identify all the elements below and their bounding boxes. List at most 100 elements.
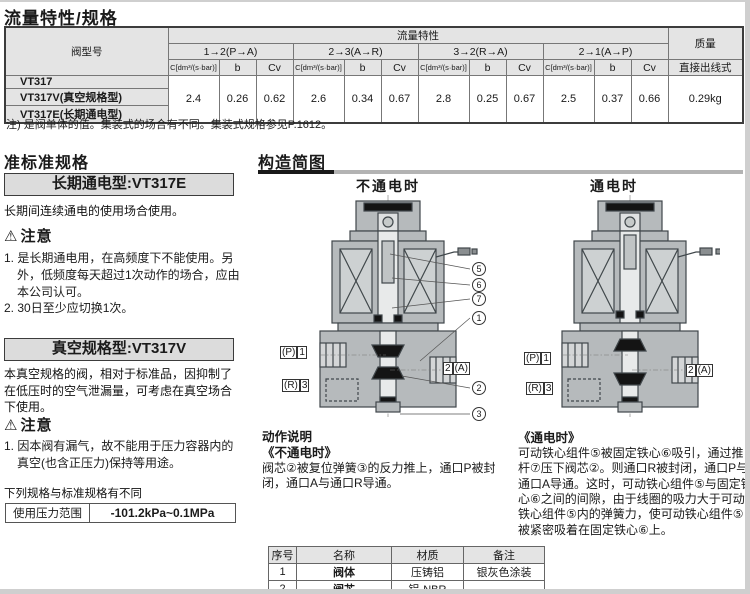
header-group: 3→2(R→A) <box>417 43 544 60</box>
flow-value: 0.34 <box>343 75 382 124</box>
caution-item: 1. 因本阀有漏气，故不能用于压力容器内的真空(也含正压力)保持等用途。 <box>4 439 234 470</box>
port-r: (R) <box>526 382 544 395</box>
header-group: 2→3(A→R) <box>292 43 419 60</box>
flow-characteristics-table: 阀型号 流量特性 质量 1→2(P→A) 2→3(A→R) 3→2(R→A) 2… <box>4 26 744 124</box>
page-title: 流量特性/规格 <box>4 9 118 28</box>
box-title-vt317v: 真空规格型:VT317V <box>4 338 234 361</box>
materials-table: 序号 名称 材质 备注 1 阀体 压铸铝 银灰色涂装 2 阀芯 铝·NBR <box>268 546 545 589</box>
callout-7: 7 <box>472 292 486 306</box>
section-title-semi-standard: 准标准规格 <box>4 155 90 172</box>
caution-label: 注意 <box>20 417 53 434</box>
port-label-r3: (R)3 <box>526 382 554 395</box>
operation-description: 动作说明 《不通电时》 阀芯②被复位弹簧③的反力推上，通口P被封闭，通口A与通口… <box>262 429 518 492</box>
port-label-p1: (P)1 <box>524 352 551 365</box>
on-state-text: 可动铁心组件⑤被固定铁心⑥吸引，通过推杆⑦压下阀芯②。则通口R被封闭，通口P与通… <box>518 446 745 537</box>
model-name: VT317 <box>4 75 169 89</box>
model-name: VT317V(真空规格型) <box>4 88 169 106</box>
header-flow: 流量特性 <box>167 26 669 44</box>
title-underline-gray <box>334 170 743 174</box>
valve-cross-section <box>561 195 720 417</box>
title-underline-dark <box>258 170 334 174</box>
mat-remark: 银灰色涂装 <box>463 563 545 581</box>
header-mass: 质量 <box>667 26 744 60</box>
operation-title: 动作说明 <box>262 430 313 444</box>
port-label-2a: 2(A) <box>686 364 713 377</box>
caution-label: 注意 <box>20 228 53 245</box>
header-mass-sub: 直接出线式 <box>667 59 744 76</box>
header-cv: Cv <box>630 59 669 76</box>
mat-no: 2 <box>268 580 297 589</box>
callout-leader-lines <box>389 253 471 415</box>
mat-material: 压铸铝 <box>391 563 464 581</box>
desc-vt317v: 本真空规格的阀，相对于标准品，因抑制了在低压时的空气泄漏量，可考虑在真空场合下使… <box>4 367 233 415</box>
mat-name: 阀芯 <box>296 580 392 589</box>
flow-value: 0.67 <box>505 75 544 124</box>
callout-3: 3 <box>472 407 486 421</box>
header-cv: Cv <box>380 59 419 76</box>
port-3: 3 <box>299 379 310 392</box>
header-b: b <box>343 59 382 76</box>
energized-description: 《通电时》 可动铁心组件⑤被固定铁心⑥吸引，通过推杆⑦压下阀芯②。则通口R被封闭… <box>518 430 745 538</box>
port-2: 2 <box>686 364 696 377</box>
flow-value: 0.25 <box>468 75 507 124</box>
caution-heading: ⚠注意 <box>4 414 52 435</box>
flow-value: 0.66 <box>630 75 669 124</box>
mat-header: 材质 <box>391 546 464 564</box>
header-c: C[dm³/(s·bar)] <box>292 59 345 76</box>
desc-vt317e: 长期间连续通电的使用场合使用。 <box>4 204 185 218</box>
warning-icon: ⚠ <box>4 228 19 245</box>
on-state-title: 《通电时》 <box>518 431 581 445</box>
header-cv: Cv <box>505 59 544 76</box>
header-b: b <box>468 59 507 76</box>
header-c: C[dm³/(s·bar)] <box>542 59 595 76</box>
diagram-title: 不通电时 <box>356 178 420 194</box>
port-a: (A) <box>452 362 470 375</box>
port-a: (A) <box>695 364 713 377</box>
port-1: 1 <box>297 346 307 359</box>
table-note: 注) 是阀单体的值。集装式的场合有不同。集装式规格参见P.1612。 <box>6 119 333 131</box>
mat-name: 阀体 <box>296 563 392 581</box>
warning-icon: ⚠ <box>4 417 19 434</box>
port-label-r3: (R)3 <box>282 379 310 392</box>
flow-value: 0.37 <box>593 75 632 124</box>
callout-6: 6 <box>472 278 486 292</box>
diagram-deenergized: 不通电时 <box>280 176 495 430</box>
off-state-title: 《不通电时》 <box>262 446 338 460</box>
off-state-text: 阀芯②被复位弹簧③的反力推上，通口P被封闭，通口A与通口R导通。 <box>262 461 496 491</box>
port-2: 2 <box>443 362 453 375</box>
mass-value: 0.29kg <box>667 75 744 124</box>
header-group: 2→1(A→P) <box>542 43 669 60</box>
callout-5: 5 <box>472 262 486 276</box>
caution-item: 2. 30日至少应切换1次。 <box>4 301 134 316</box>
mat-material: 铝·NBR <box>391 580 464 589</box>
port-p: (P) <box>524 352 542 365</box>
port-r: (R) <box>282 379 300 392</box>
port-label-2a: 2(A) <box>443 362 470 375</box>
caution-list-e: 1. 是长期通电用，在高频度下不能使用。另外，低频度每天超过1次动作的场合，应由… <box>4 250 240 317</box>
flow-value: 2.6 <box>292 75 345 124</box>
pressure-value: -101.2kPa~0.1MPa <box>89 503 236 523</box>
section-title-construction: 构造简图 <box>258 155 327 172</box>
header-group: 1→2(P→A) <box>167 43 294 60</box>
callout-1: 1 <box>472 311 486 325</box>
callout-2: 2 <box>472 381 486 395</box>
diagram-title: 通电时 <box>590 178 638 194</box>
header-c: C[dm³/(s·bar)] <box>167 59 220 76</box>
valve-cross-section <box>319 195 478 417</box>
caution-heading: ⚠注意 <box>4 225 52 246</box>
pressure-label: 使用压力范围 <box>5 503 90 523</box>
header-b: b <box>593 59 632 76</box>
model-name: VT317E(长期通电型) <box>4 105 169 124</box>
mat-header: 备注 <box>463 546 545 564</box>
header-c: C[dm³/(s·bar)] <box>417 59 470 76</box>
mat-header: 序号 <box>268 546 297 564</box>
mat-remark <box>463 580 545 589</box>
mat-no: 1 <box>268 563 297 581</box>
port-1: 1 <box>541 352 551 365</box>
flow-value: 0.26 <box>218 75 257 124</box>
header-cv: Cv <box>255 59 294 76</box>
header-b: b <box>218 59 257 76</box>
flow-value: 0.67 <box>380 75 419 124</box>
mat-header: 名称 <box>296 546 392 564</box>
